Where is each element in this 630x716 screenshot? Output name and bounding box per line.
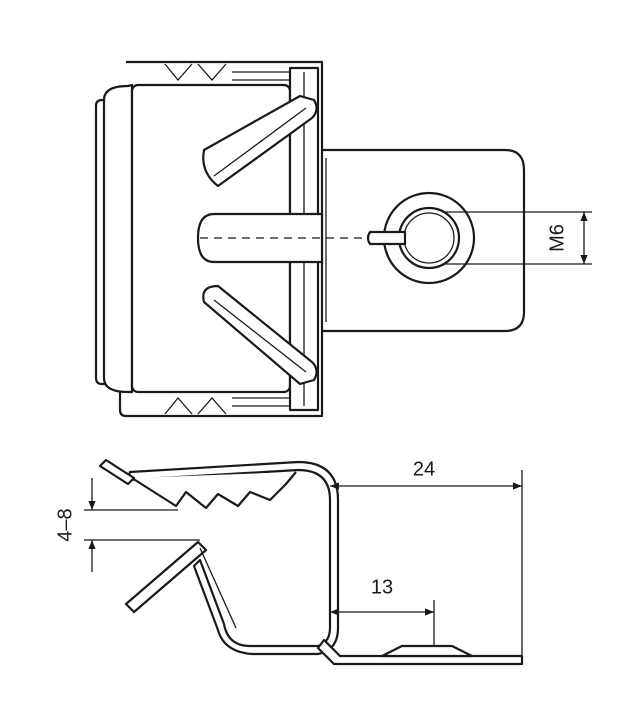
side-view bbox=[98, 458, 524, 666]
clamp-range-dimension: 4–8 bbox=[54, 478, 200, 572]
clip-profile bbox=[126, 460, 340, 656]
top-view bbox=[94, 60, 526, 418]
hole-offset-dimension: 13 bbox=[330, 576, 435, 646]
total-length-label: 24 bbox=[413, 458, 435, 480]
lower-spring-finger bbox=[202, 284, 318, 386]
total-length-dimension: 24 bbox=[330, 458, 523, 664]
m6-dimension: M6 bbox=[442, 211, 592, 265]
m6-hole bbox=[366, 191, 476, 285]
hole-offset-label: 13 bbox=[371, 576, 393, 598]
m6-label: M6 bbox=[546, 224, 568, 252]
clamp-range-label: 4–8 bbox=[54, 508, 76, 541]
